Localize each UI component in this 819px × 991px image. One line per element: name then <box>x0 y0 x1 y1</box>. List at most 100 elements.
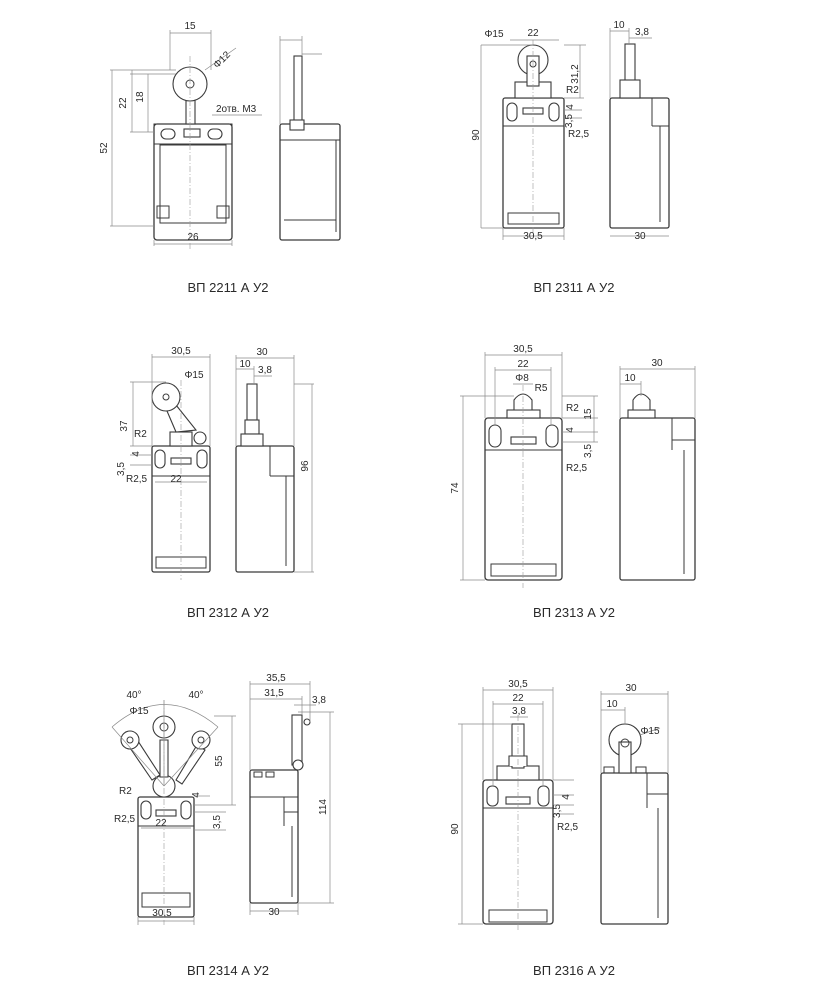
drawing-vp2314: 40° 40° Φ15 55 R2 4 R2,5 22 3,5 30,5 35,… <box>111 673 334 925</box>
dim-width-30-5: 30,5 <box>508 679 528 690</box>
dim-width-30: 30 <box>634 231 646 242</box>
cover-slot <box>490 563 557 577</box>
drawing-vp2312: 30,5 Φ15 37 R2 4 3,5 R2,5 22 30 10 3,8 9… <box>116 346 314 580</box>
dim-width-30-5: 30,5 <box>513 344 533 355</box>
screw-slot-left <box>154 449 166 469</box>
dim-3-5: 3,5 <box>212 815 223 829</box>
dim-4: 4 <box>131 451 142 457</box>
screw-slot-left <box>506 102 518 122</box>
dim-width-30: 30 <box>625 683 637 694</box>
drawing-vp2311: Φ15 22 31,2 R2 4 3,5 R2,5 90 30,5 10 3,8… <box>471 20 670 242</box>
dim-10: 10 <box>613 20 625 31</box>
dim-4: 4 <box>565 104 576 110</box>
lever-side <box>246 383 258 421</box>
dim-holes: 2отв. М3 <box>216 104 257 115</box>
dim-width-22: 22 <box>527 28 539 39</box>
switch-body-side <box>235 445 295 573</box>
dim-height-22: 22 <box>118 97 129 109</box>
dim-4: 4 <box>565 427 576 433</box>
screw-slot-right <box>180 800 192 820</box>
swing-arc <box>111 704 219 728</box>
dim-r2: R2 <box>119 786 132 797</box>
dim-width-22: 22 <box>512 693 524 704</box>
dim-height-114: 114 <box>318 799 329 815</box>
dim-width-30-5: 30,5 <box>152 908 172 919</box>
dim-width-30-5: 30,5 <box>523 231 543 242</box>
head <box>506 409 541 419</box>
lever-hub-side <box>244 419 260 435</box>
lever-side <box>624 43 636 85</box>
dim-width-30: 30 <box>256 347 268 358</box>
caption-vp2313: ВП 2313 А У2 <box>533 605 615 620</box>
lever-side <box>291 714 303 766</box>
screw-slot-left <box>488 424 502 448</box>
lever-arm-right <box>175 744 206 785</box>
roller-right <box>191 730 211 750</box>
head-side <box>619 79 641 99</box>
dim-width-30: 30 <box>268 907 280 918</box>
dim-angle-right: 40° <box>188 690 203 701</box>
dim-3-8: 3,8 <box>512 706 526 717</box>
screw-slot-left <box>140 800 152 820</box>
dim-height-74: 74 <box>450 482 461 494</box>
lever-hub-side <box>289 119 305 131</box>
dim-3-8: 3,8 <box>312 695 326 706</box>
dim-height-18: 18 <box>135 91 146 103</box>
dim-3-5: 3,5 <box>116 462 127 476</box>
dim-height-90: 90 <box>450 823 461 835</box>
dim-width-22: 22 <box>155 818 167 829</box>
dim-r2-5: R2,5 <box>566 463 588 474</box>
dim-r2: R2 <box>566 403 579 414</box>
dim-height-96: 96 <box>300 460 311 472</box>
dim-roller-dia: Φ15 <box>484 29 504 40</box>
screw-slot-left <box>486 785 499 807</box>
screw-slot-right <box>196 449 208 469</box>
caption-vp2314: ВП 2314 А У2 <box>187 963 269 978</box>
dim-4: 4 <box>561 794 572 800</box>
dim-height-55: 55 <box>214 755 225 767</box>
dim-r2-5: R2,5 <box>126 474 148 485</box>
dim-r2-5: R2,5 <box>568 129 590 140</box>
dim-31-5: 31,5 <box>264 688 284 699</box>
cover-slot <box>507 212 560 225</box>
dim-roller-dia: Φ15 <box>129 706 149 717</box>
lever-side <box>293 55 303 127</box>
lever-pin-side <box>303 718 311 726</box>
lever-side <box>618 741 632 774</box>
caption-vp2211: ВП 2211 А У2 <box>188 280 269 295</box>
dim-width-26: 26 <box>187 232 199 243</box>
dim-width-top: 15 <box>184 21 196 32</box>
dim-3-8: 3,8 <box>258 365 272 376</box>
lever-hub-side <box>292 759 304 771</box>
drawing-vp2211: 15 Φ12 22 18 52 2отв. М3 26 <box>99 21 341 250</box>
plunger-seat <box>183 128 201 138</box>
body-inner-panel <box>159 144 227 224</box>
dim-width-30-5: 30,5 <box>171 346 191 357</box>
roller-left <box>120 730 140 750</box>
dim-width-22: 22 <box>517 359 529 370</box>
plunger-seat <box>510 436 537 445</box>
dim-3-5: 3,5 <box>552 804 563 818</box>
dim-35-5: 35,5 <box>266 673 286 684</box>
screw-slot-right <box>207 128 223 140</box>
dim-height-52: 52 <box>99 142 110 154</box>
dim-width-22: 22 <box>170 474 182 485</box>
dim-roller-dia: Φ15 <box>640 726 660 737</box>
dim-height-31-2: 31,2 <box>570 64 581 84</box>
dim-r2-5: R2,5 <box>557 822 579 833</box>
caption-vp2311: ВП 2311 А У2 <box>534 280 615 295</box>
switch-body-side <box>279 123 341 241</box>
dim-r5: R5 <box>535 383 548 394</box>
caption-vp2316: ВП 2316 А У2 <box>533 963 615 978</box>
switch-body-side <box>619 417 696 581</box>
dim-10: 10 <box>239 359 251 370</box>
dim-dia-8: Φ8 <box>515 373 529 384</box>
dim-height-37: 37 <box>119 420 130 432</box>
drawing-vp2316: 30,5 22 3,8 90 4 3,5 R2,5 30 10 Φ15 <box>450 679 669 932</box>
head-side <box>627 409 656 419</box>
dim-roller-dia: Φ15 <box>184 370 204 381</box>
switch-body-side <box>249 769 299 904</box>
caption-vp2312: ВП 2312 А У2 <box>187 605 269 620</box>
mount-hole-right <box>216 205 230 219</box>
dim-3-8: 3,8 <box>635 27 649 38</box>
